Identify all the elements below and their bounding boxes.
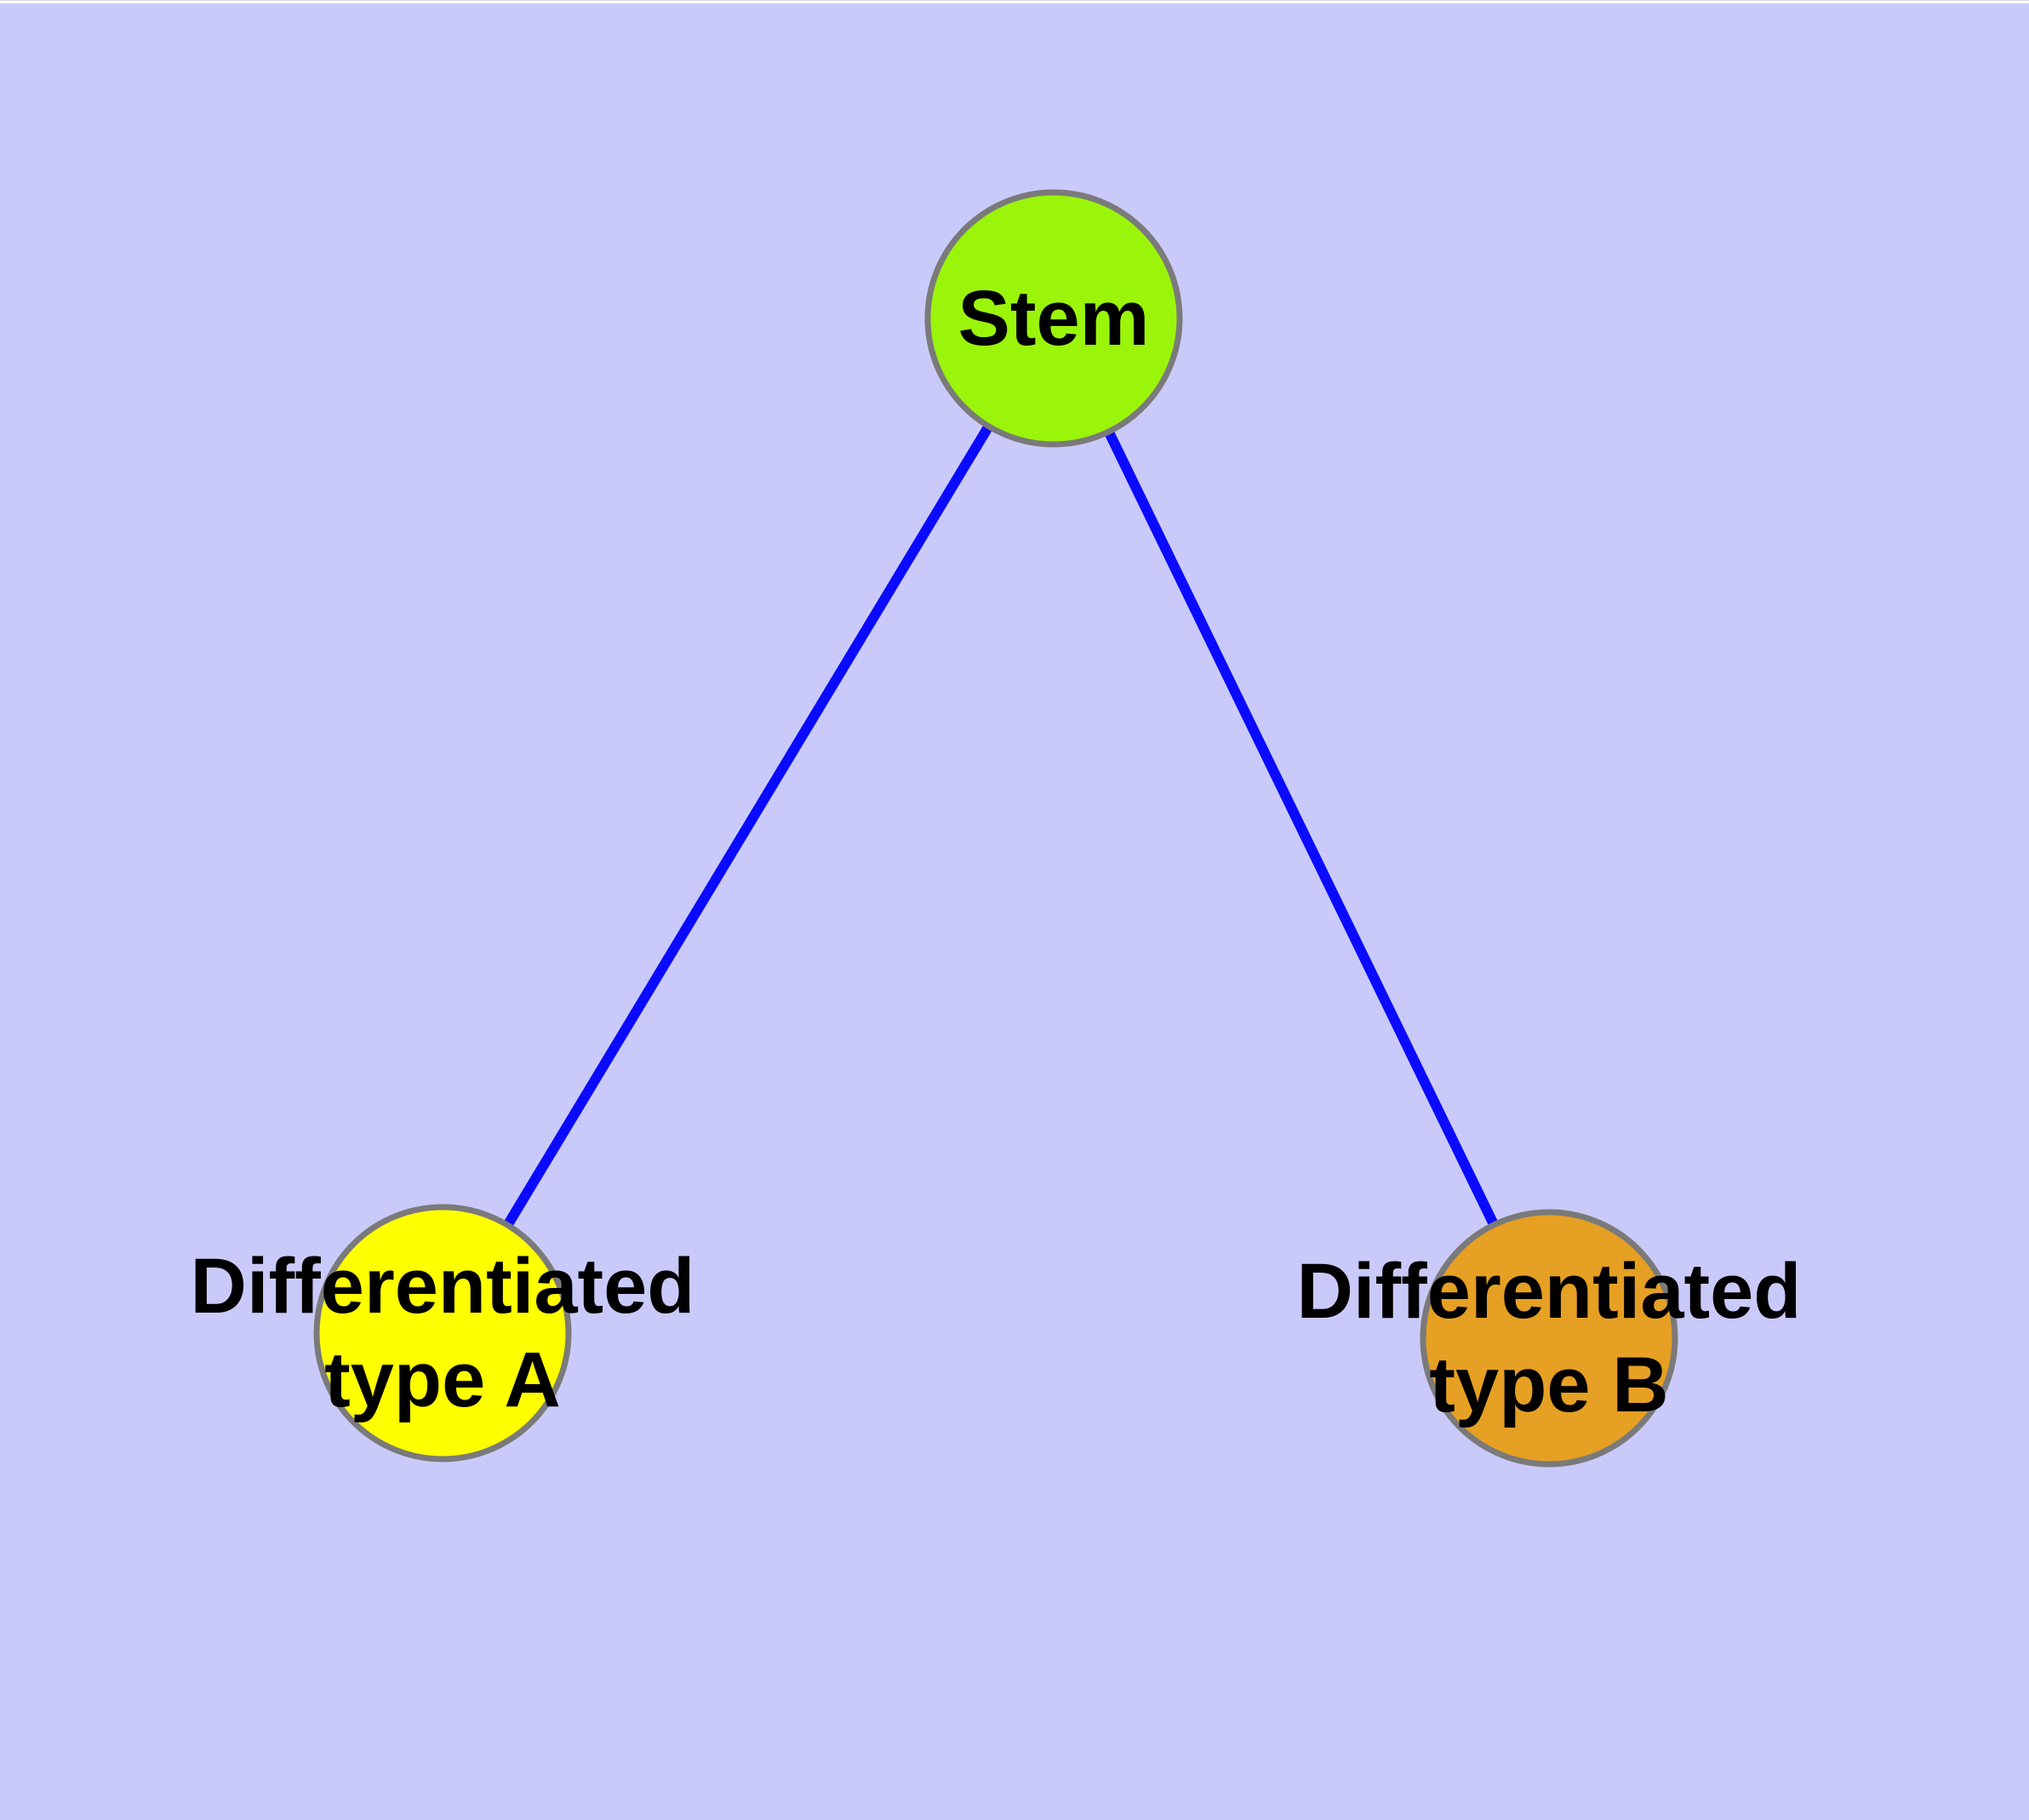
node-type-b[interactable] bbox=[1420, 1209, 1678, 1468]
node-type-a[interactable] bbox=[313, 1204, 572, 1462]
edge-stem-to-type-b bbox=[1049, 316, 1554, 1341]
node-stem[interactable] bbox=[924, 189, 1183, 448]
edge-stem-to-type-a bbox=[437, 315, 1059, 1336]
canvas-top-margin bbox=[0, 0, 2029, 3]
